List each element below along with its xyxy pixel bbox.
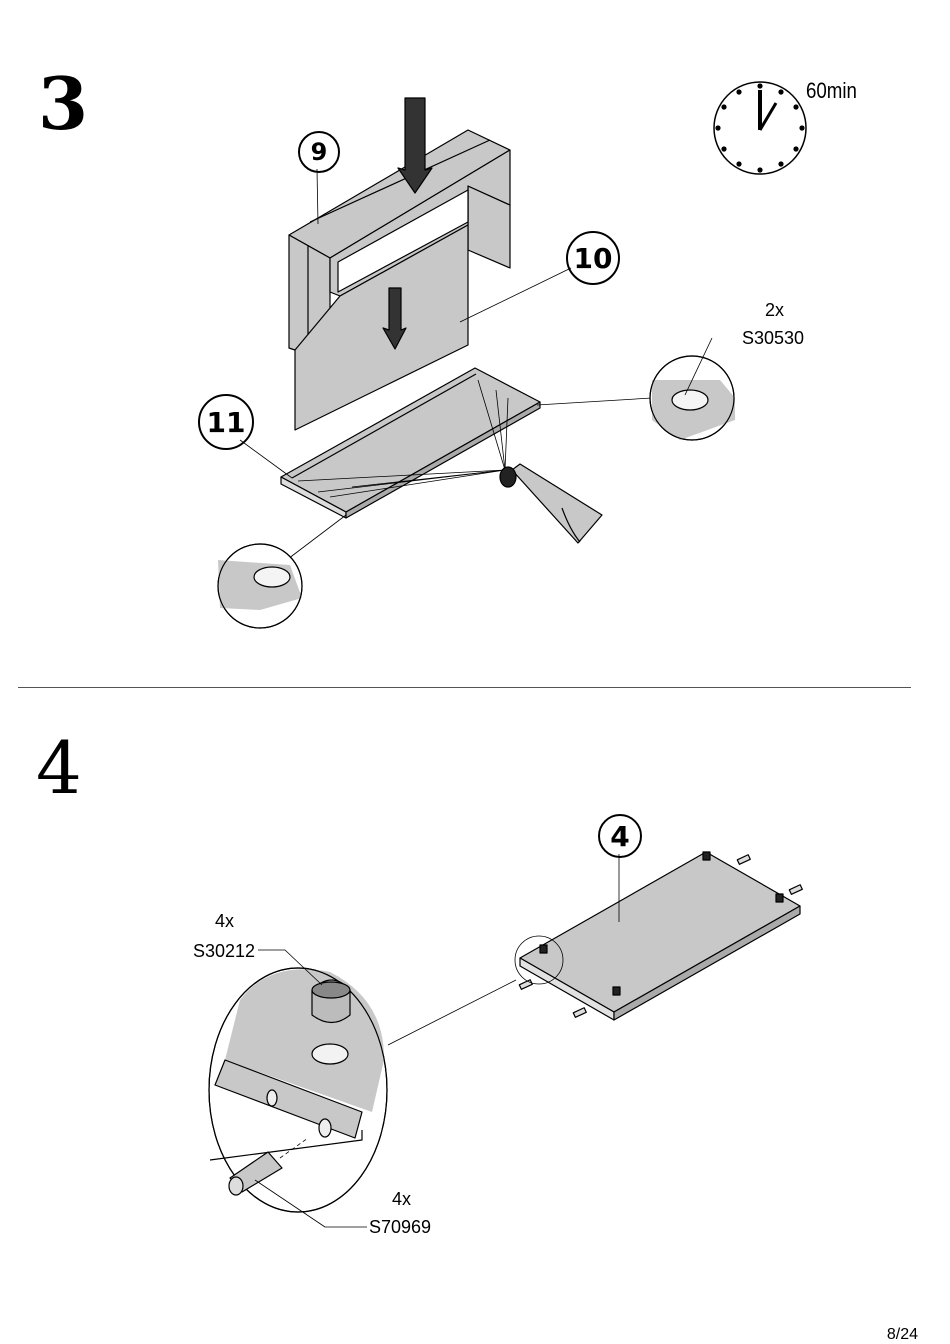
magnifier-detail-icon <box>650 356 735 440</box>
magnifier-detail-icon <box>218 544 302 628</box>
shelf-part-4 <box>520 852 800 1020</box>
magnifier-detail-icon <box>209 968 387 1212</box>
glue-tube-icon <box>500 464 602 543</box>
clock-icon <box>714 82 806 174</box>
